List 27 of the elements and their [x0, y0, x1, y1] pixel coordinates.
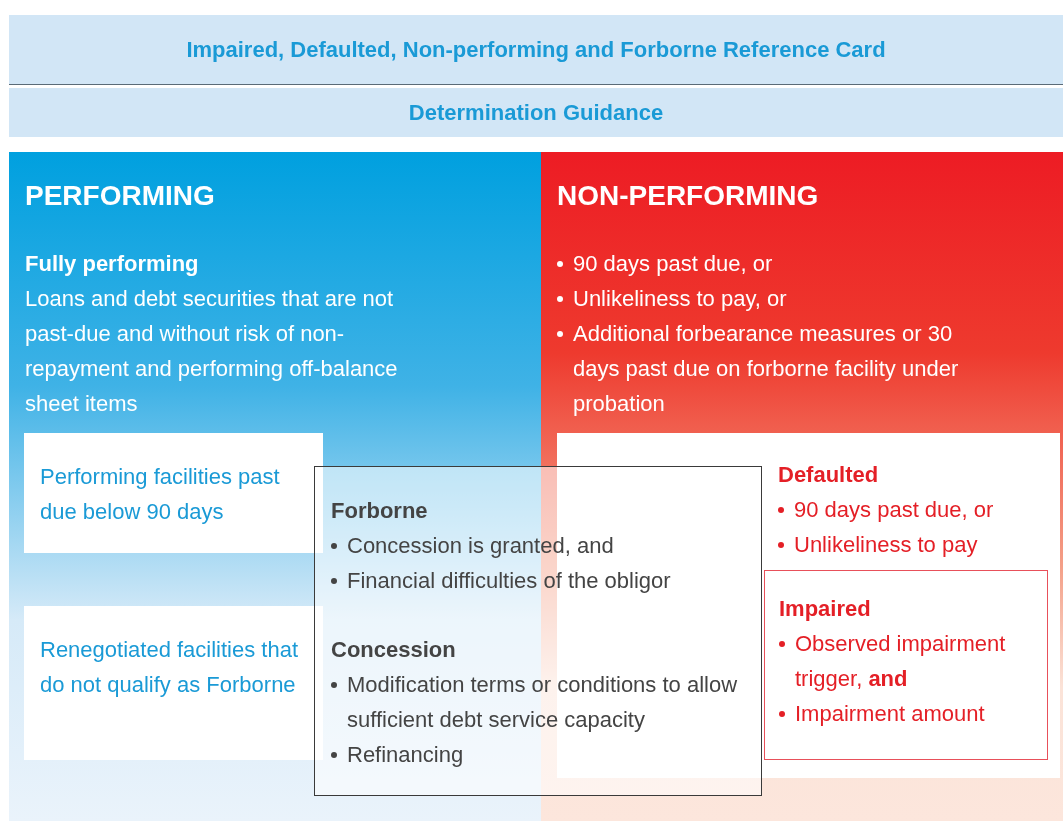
bullet-text: Financial difficulties of the obligor: [347, 567, 672, 595]
box-heading: Impaired: [779, 595, 872, 623]
facility-card: [24, 606, 323, 760]
box-heading: Defaulted: [778, 461, 880, 489]
bullet-text: Modification terms or conditions to allow sufficient debt service capacity: [347, 671, 739, 734]
box-heading: Forborne: [331, 497, 429, 525]
impaired-box: [764, 570, 1048, 760]
box-heading: Concession: [331, 636, 457, 664]
bullet-text: Refinancing: [347, 741, 465, 769]
bullet-text: Additional forbearance measures or 30 days past due on forborne facility under probation: [573, 320, 960, 418]
card-text: Performing facilities past due below 90 days: [40, 463, 281, 526]
bullet-text: 90 days past due, or: [573, 250, 774, 278]
bullet-text: Unlikeliness to pay, or: [573, 285, 788, 313]
description-text: Loans and debt securities that are not past-due and without risk of non-repayment and performing off-balance sheet items: [25, 285, 399, 418]
bullet-text: Observed impairment trigger, and: [795, 630, 1007, 693]
card-text: Renegotiated facilities that do not qualify as Forborne: [40, 636, 300, 699]
bullet-text: 90 days past due, or: [794, 496, 995, 524]
panel-heading: PERFORMING: [25, 180, 216, 212]
subtitle-text: Determination Guidance: [408, 99, 664, 126]
facility-card: [24, 433, 323, 553]
bullet-text: Concession is granted, and: [347, 532, 615, 560]
bullet-text: Unlikeliness to pay: [794, 531, 979, 559]
panel-heading: NON-PERFORMING: [557, 180, 820, 212]
bullet-text: Impairment amount: [795, 700, 986, 728]
subheading-text: Fully performing: [25, 250, 200, 278]
forborne-box: [314, 466, 762, 796]
title-text: Impaired, Defaulted, Non-performing and Forborne Reference Card: [186, 36, 886, 63]
